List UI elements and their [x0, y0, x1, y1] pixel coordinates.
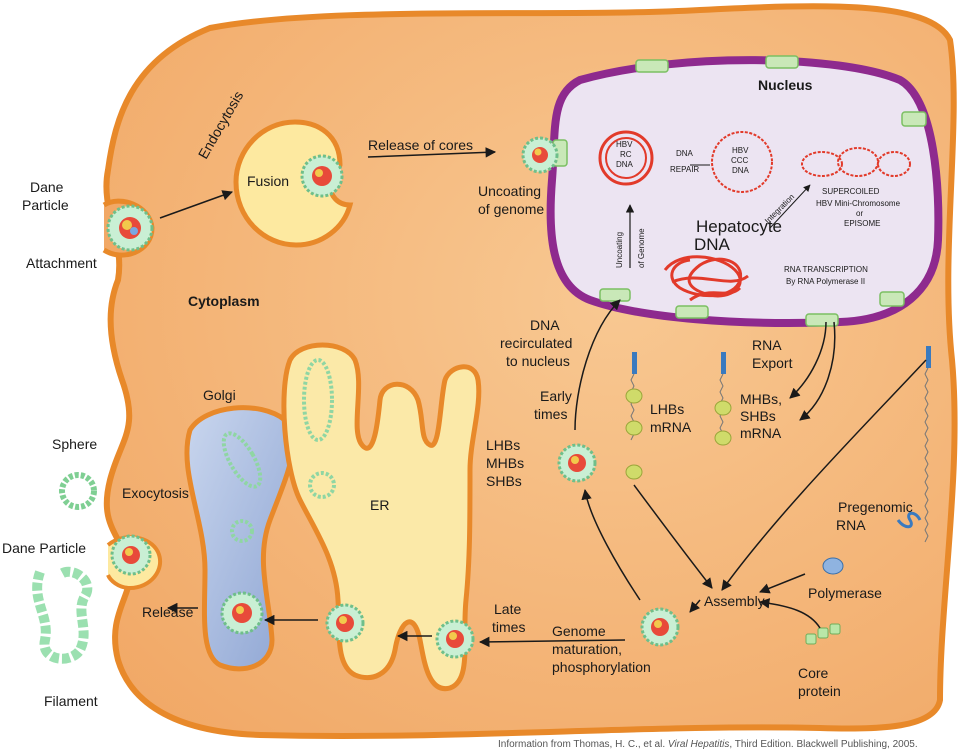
export-arrow-2	[799, 321, 836, 421]
filament-label: Filament	[44, 693, 98, 709]
dane-particle-left-label: Dane Particle	[2, 540, 86, 556]
filament-particle	[32, 566, 93, 664]
dane-particle-attachment	[106, 204, 154, 252]
dna-recirc-label-2: recirculated	[500, 335, 572, 351]
export-arrow-1	[789, 321, 827, 399]
uncoating-vertical-label-1: Uncoating	[615, 232, 624, 268]
hbv-rc-label-3: DNA	[616, 160, 634, 169]
lhbs-er-label-2: MHBs	[486, 455, 524, 471]
golgi-label: Golgi	[203, 387, 236, 403]
uncoating-label-1: Uncoating	[478, 183, 541, 199]
genome-maturation-label-3: phosphorylation	[552, 659, 651, 675]
mhbs-label-2: SHBs	[740, 408, 776, 424]
cytoplasm-label: Cytoplasm	[188, 293, 260, 309]
integration-arrow	[769, 184, 811, 229]
caption-prefix: Information from Thomas, H. C., et al.	[498, 739, 668, 750]
uncoating-label-2: of genome	[478, 201, 544, 217]
golgi-rings	[221, 431, 263, 543]
pregenomic-rna-strand	[924, 346, 931, 543]
genome-maturation-label-2: maturation,	[552, 641, 622, 657]
core-protein-label-2: protein	[798, 683, 841, 699]
rna-transcription-label-1: RNA TRANSCRIPTION	[784, 265, 868, 274]
pregenomic-label-1: Pregenomic	[838, 499, 913, 515]
caption-title: Viral Hepatitis	[668, 739, 730, 750]
lhbs-mrna-label-2: mRNA	[650, 419, 692, 435]
supercoiled-label-1: SUPERCOILED	[822, 187, 880, 196]
rna-export-label-2: Export	[752, 355, 793, 371]
release-of-cores-label: Release of cores	[368, 137, 473, 153]
hepatocyte-label-1: Hepatocyte	[696, 217, 782, 236]
nucleus	[546, 56, 943, 327]
hbv-ccc-label-1: HBV	[732, 146, 749, 155]
hepatocyte-dna-tangle	[663, 255, 749, 302]
particle-golgi	[220, 591, 264, 635]
lhbs-mrna-strand	[625, 352, 643, 480]
dna-repair-label-2: REPAIR	[670, 165, 699, 174]
particle-uncoating	[521, 136, 559, 174]
early-times-label-2: times	[534, 406, 567, 422]
late-times-label-2: times	[492, 619, 525, 635]
flow-arrows	[159, 147, 927, 648]
hbv-ccc-dna	[711, 131, 773, 193]
hbv-rc-label-1: HBV	[616, 140, 633, 149]
rna-transcription-label-2: By RNA Polymerase II	[786, 277, 865, 286]
mhbs-label-3: mRNA	[740, 425, 782, 441]
dna-recirc-label-3: to nucleus	[506, 353, 570, 369]
er-rings	[302, 358, 336, 499]
lhbs-er-label-3: SHBs	[486, 473, 522, 489]
particles	[106, 136, 680, 659]
source-caption: Information from Thomas, H. C., et al. V…	[498, 739, 918, 750]
lhbs-er-label-1: LHBs	[486, 437, 520, 453]
lhbs-mrna-label-1: LHBs	[650, 401, 684, 417]
dane-particle-label-1: Dane	[30, 179, 64, 195]
hbv-rc-label-2: RC	[620, 150, 632, 159]
particle-early	[557, 443, 597, 483]
nuclear-pores	[552, 55, 927, 327]
supercoiled-dna	[801, 147, 911, 177]
er-label: ER	[370, 497, 389, 513]
hbv-ccc-label-3: DNA	[732, 166, 750, 175]
early-times-label-1: Early	[540, 388, 572, 404]
nucleus-label: Nucleus	[758, 77, 813, 93]
genome-maturation-label-1: Genome	[552, 623, 606, 639]
particle-fusion	[300, 154, 344, 198]
caption-suffix: , Third Edition. Blackwell Publishing, 2…	[729, 739, 917, 750]
polymerase-icon	[822, 557, 844, 575]
hbv-rc-dna	[598, 130, 654, 186]
particle-late	[435, 619, 475, 659]
hepatocyte-label-2: DNA	[694, 235, 731, 254]
sphere-particle	[59, 472, 97, 510]
rna-export-label-1: RNA	[752, 337, 782, 353]
particle-assembly	[640, 607, 680, 647]
mhbs-label-1: MHBs,	[740, 391, 782, 407]
mhbs-mrna-strand	[714, 352, 732, 446]
pregenomic-rna-hairpin	[896, 511, 922, 529]
dane-particle-label-2: Particle	[22, 197, 69, 213]
assembly-label: Assembly	[704, 593, 765, 609]
polymerase-label: Polymerase	[808, 585, 882, 601]
attachment-label: Attachment	[26, 255, 97, 271]
core-protein-label-1: Core	[798, 665, 829, 681]
late-times-label-1: Late	[494, 601, 521, 617]
particle-exocytosis	[110, 534, 152, 576]
hbv-ccc-label-2: CCC	[731, 156, 749, 165]
pregenomic-label-2: RNA	[836, 517, 866, 533]
supercoiled-label-3: or	[856, 209, 863, 218]
release-label: Release	[142, 604, 194, 620]
supercoiled-label-2: HBV Mini-Chromosome	[816, 199, 901, 208]
dna-recirc-label-1: DNA	[530, 317, 560, 333]
uncoating-vertical-label-2: of Genome	[637, 228, 646, 268]
supercoiled-label-4: EPISOME	[844, 219, 880, 228]
core-protein-icon	[805, 623, 841, 645]
particle-er	[325, 603, 365, 643]
exocytosis-label: Exocytosis	[122, 485, 189, 501]
fusion-label: Fusion	[247, 173, 289, 189]
dna-repair-label-1: DNA	[676, 149, 694, 158]
sphere-label: Sphere	[52, 436, 97, 452]
